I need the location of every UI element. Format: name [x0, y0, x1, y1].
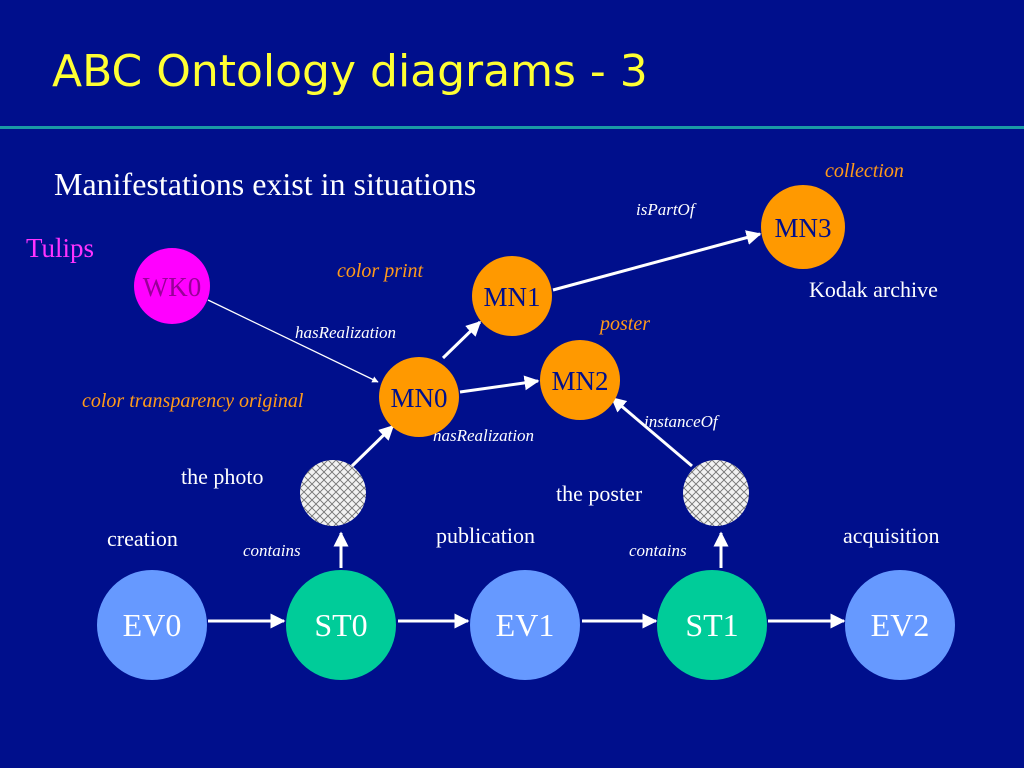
label-kodak-archive: Kodak archive — [809, 277, 938, 302]
title-divider — [0, 126, 1024, 129]
node-st1-label: ST1 — [685, 607, 738, 643]
label-poster: poster — [598, 313, 650, 335]
slide-title: ABC Ontology diagrams - 3 — [52, 46, 648, 97]
edge-wk0-mn0 — [207, 299, 379, 383]
node-mn1: MN1 — [472, 256, 552, 336]
node-wk0-label: WK0 — [143, 272, 201, 302]
edge-mn1-mn3 — [552, 230, 762, 292]
edge-label-has-realization-2: hasRealization — [433, 426, 534, 445]
poster-node — [683, 460, 749, 526]
edge-label-is-part-of: isPartOf — [636, 200, 697, 219]
node-st0-label: ST0 — [314, 607, 367, 643]
node-mn2: MN2 — [540, 340, 620, 420]
edge-mn0-mn1 — [441, 320, 482, 360]
photo-node — [300, 460, 366, 526]
label-creation: creation — [107, 526, 178, 551]
edge-label-has-realization-1: hasRealization — [295, 323, 396, 342]
label-the-poster: the poster — [556, 481, 643, 506]
edge-photo-mn0 — [350, 424, 395, 468]
node-mn3-label: MN3 — [774, 213, 831, 243]
node-ev1: EV1 — [470, 570, 580, 680]
node-ev0: EV0 — [97, 570, 207, 680]
label-publication: publication — [436, 523, 535, 548]
edge-mn0-mn2 — [459, 375, 540, 394]
node-ev0-label: EV0 — [123, 607, 182, 643]
node-mn2-label: MN2 — [551, 366, 608, 396]
edge-label-contains-1: contains — [243, 541, 301, 560]
node-wk0: WK0 — [134, 248, 210, 324]
node-st0: ST0 — [286, 570, 396, 680]
edge-poster-mn2 — [610, 396, 693, 468]
label-acquisition: acquisition — [843, 523, 940, 548]
node-ev2: EV2 — [845, 570, 955, 680]
slide-subtitle: Manifestations exist in situations — [54, 166, 476, 202]
label-color-transparency-original: color transparency original — [82, 390, 304, 412]
node-st1: ST1 — [657, 570, 767, 680]
node-ev1-label: EV1 — [496, 607, 555, 643]
node-mn1-label: MN1 — [483, 282, 540, 312]
edge-label-contains-2: contains — [629, 541, 687, 560]
node-mn0-label: MN0 — [390, 383, 447, 413]
label-tulips: Tulips — [26, 233, 94, 263]
label-the-photo: the photo — [181, 464, 264, 489]
label-collection: collection — [825, 160, 904, 182]
label-color-print: color print — [337, 260, 424, 282]
node-mn0: MN0 — [379, 357, 459, 437]
node-mn3: MN3 — [761, 185, 845, 269]
node-ev2-label: EV2 — [871, 607, 930, 643]
edge-label-instance-of: instanceOf — [644, 412, 720, 431]
